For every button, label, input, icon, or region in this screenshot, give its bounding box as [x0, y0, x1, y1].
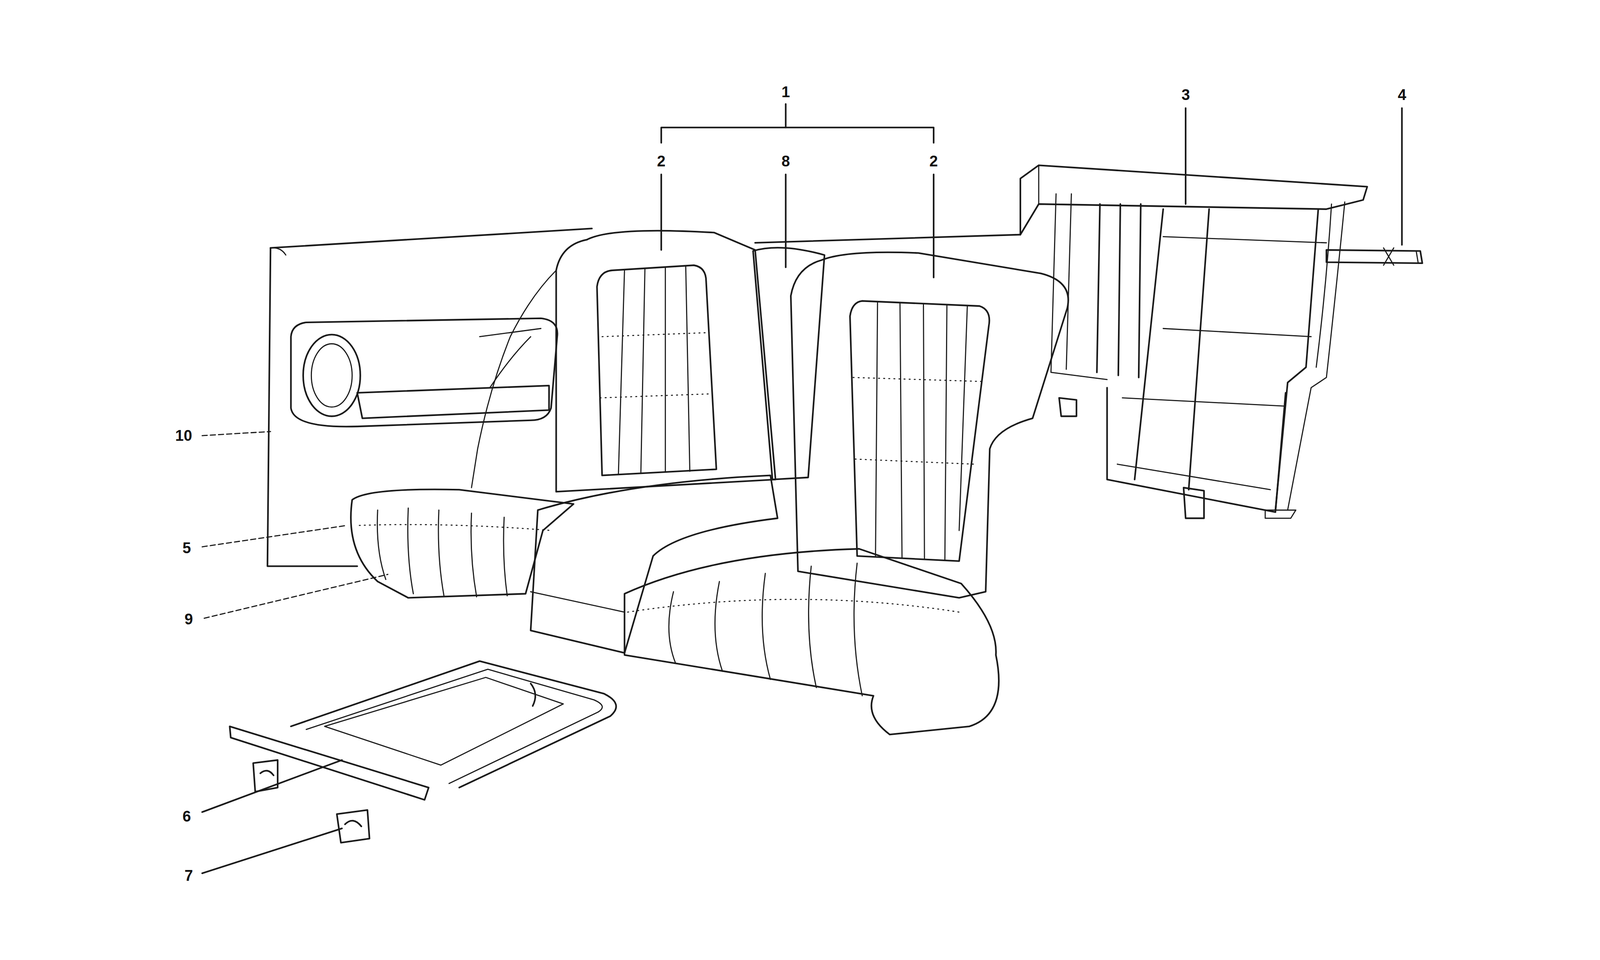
frame-tube — [290, 661, 616, 788]
backrest-left — [556, 230, 776, 492]
callout-number: 6 — [182, 808, 191, 824]
leader-line — [202, 431, 271, 436]
panel-curve — [471, 270, 557, 488]
hinge-pin — [1326, 248, 1423, 266]
group-bracket — [661, 127, 934, 143]
pin-body — [1326, 250, 1423, 264]
leader-line — [1184, 108, 1187, 204]
callout-number: 8 — [781, 153, 790, 169]
armrest-pocket — [290, 318, 558, 427]
cushion-stitch — [359, 524, 551, 531]
leader-line — [932, 174, 935, 278]
panel-corner — [270, 247, 286, 255]
callout-number: 7 — [184, 868, 193, 884]
centre-cushion-outline — [530, 475, 778, 654]
backrest-outline — [556, 230, 776, 492]
callout-number: 1 — [781, 84, 790, 100]
leader-line — [1401, 108, 1403, 245]
callout-number: 2 — [656, 153, 666, 169]
backrest-frame — [1020, 165, 1368, 518]
backrest-pleats — [618, 266, 690, 475]
frame-tube — [306, 669, 603, 784]
cushion-edge — [530, 591, 625, 612]
speaker-grille — [311, 344, 352, 408]
backrest-outline — [790, 252, 1069, 598]
frame-spring — [324, 677, 564, 766]
backrest-pleats — [875, 302, 968, 560]
leader-line — [660, 174, 662, 250]
cushion-centre — [530, 475, 778, 654]
callout-number: 5 — [182, 540, 191, 556]
leader-line — [202, 828, 342, 874]
cushion-outline — [624, 548, 999, 735]
cushion-stitch — [627, 599, 960, 612]
leader-line — [784, 104, 787, 128]
leader-line — [784, 174, 787, 268]
cushion-right — [624, 548, 999, 735]
frame-base — [1107, 387, 1286, 512]
backrest-stitch — [853, 377, 985, 465]
frame-top-board — [1020, 165, 1368, 235]
callout-number: 10 — [175, 428, 192, 444]
centre-back-outline — [753, 247, 825, 480]
cushion-pleats — [377, 508, 508, 597]
leader-line — [202, 760, 342, 812]
frame-strut — [1096, 204, 1141, 378]
cushion-pleats — [668, 563, 862, 696]
backrest-stitch — [600, 332, 713, 398]
callout-number: 2 — [929, 153, 938, 169]
frame-clip — [530, 683, 536, 706]
frame-rail — [229, 726, 429, 800]
leader-line — [202, 525, 347, 547]
mounting-bracket — [336, 810, 370, 843]
frame-edge — [1038, 165, 1040, 204]
callout-number: 3 — [1181, 87, 1190, 103]
callout-number: 4 — [1398, 87, 1407, 103]
side-trim-panel — [267, 228, 1021, 566]
backrest-insert — [596, 265, 716, 476]
armrest-bar — [357, 385, 549, 419]
cushion-outline — [350, 489, 574, 598]
pin-end — [1416, 250, 1418, 264]
frame-crossbar — [1117, 236, 1327, 490]
pin-mark — [1383, 248, 1394, 266]
frame-bracket — [1059, 398, 1077, 417]
callout-number: 9 — [184, 611, 193, 627]
frame-strut — [1134, 209, 1319, 510]
frame-foot — [1265, 510, 1296, 518]
seat-frame — [229, 661, 616, 843]
cushion-left — [350, 489, 574, 598]
frame-bracket — [1183, 487, 1204, 519]
leader-line — [204, 574, 388, 619]
backrest-insert — [850, 300, 990, 561]
leader-lines — [202, 104, 1402, 874]
backrest-centre — [753, 247, 825, 480]
mounting-bracket — [253, 760, 278, 792]
backrest-right — [790, 252, 1069, 598]
speaker-grille — [303, 334, 361, 417]
panel-outline — [267, 248, 358, 567]
frame-strut — [1287, 202, 1345, 510]
